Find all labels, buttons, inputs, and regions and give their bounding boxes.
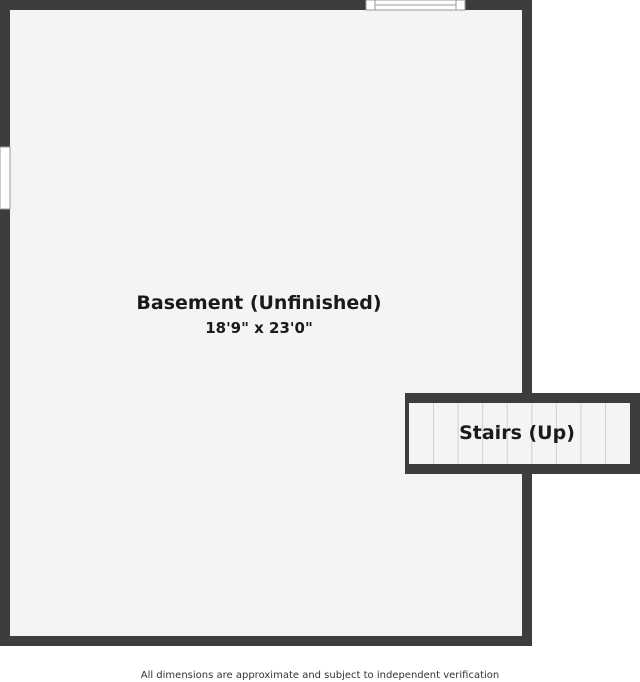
top-window: [365, 0, 466, 11]
stairs-floor: [409, 403, 630, 464]
left-opening: [0, 146, 11, 210]
basement-room-dimensions: 18'9" x 23'0": [205, 319, 313, 337]
basement-floor: [10, 10, 522, 636]
disclaimer-text: All dimensions are approximate and subje…: [140, 670, 500, 681]
stairs-room-name: Stairs (Up): [459, 422, 575, 444]
basement-room-name: Basement (Unfinished): [136, 292, 382, 314]
stairs-treads: [433, 403, 606, 464]
